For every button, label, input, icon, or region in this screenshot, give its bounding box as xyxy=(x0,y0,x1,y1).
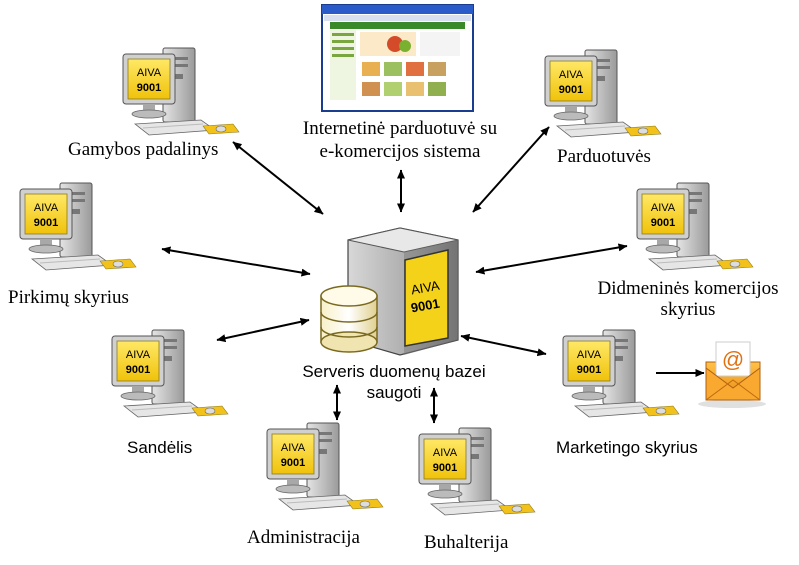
label-server-line1: Serveris duomenų bazei xyxy=(302,362,486,381)
connection-arrows xyxy=(161,126,705,424)
label-buhalterija: Buhalterija xyxy=(424,532,509,553)
svg-text:@: @ xyxy=(722,347,744,372)
server-badge-line1: AIVA xyxy=(410,278,441,298)
workstation-icon-didmenines xyxy=(636,182,754,271)
database-server-icon: AIVA 9001 xyxy=(320,227,459,356)
server-badge-line2: 9001 xyxy=(410,296,441,316)
workstation-icon-administracija xyxy=(266,422,384,511)
email-envelope-icon: @ xyxy=(698,341,766,408)
workstation-icon-parduotuves xyxy=(544,49,662,138)
arrow-marketingo xyxy=(460,333,547,357)
label-marketingo: Marketingo skyrius xyxy=(556,438,698,457)
label-eshop-line1: Internetinė parduotuvė su xyxy=(302,118,498,139)
arrow-sandelis xyxy=(216,317,310,343)
arrow-gamybos xyxy=(232,141,324,215)
label-parduotuves: Parduotuvės xyxy=(557,146,651,167)
label-server-line2: saugoti xyxy=(366,383,422,402)
workstation-icon-buhalterija xyxy=(418,427,536,516)
label-sandelis: Sandėlis xyxy=(127,438,193,457)
workstation-icon-sandelis xyxy=(111,329,229,418)
label-pirkimu: Pirkimų skyrius xyxy=(8,287,129,308)
webshop-screenshot-icon xyxy=(321,4,474,112)
label-gamybos: Gamybos padalinys xyxy=(68,139,219,160)
arrow-pirkimu xyxy=(161,246,311,277)
arrow-parduotuves xyxy=(472,126,550,213)
workstation-icon-pirkimu xyxy=(19,182,137,271)
workstation-icon-gamybos xyxy=(122,47,240,136)
label-administracija: Administracija xyxy=(247,527,360,548)
label-didmenines-line2: skyrius xyxy=(660,299,716,320)
label-didmenines-line1: Didmeninės komercijos xyxy=(597,278,779,299)
label-eshop-line2: e-komercijos sistema xyxy=(319,141,481,162)
arrow-didmenines xyxy=(475,243,628,275)
